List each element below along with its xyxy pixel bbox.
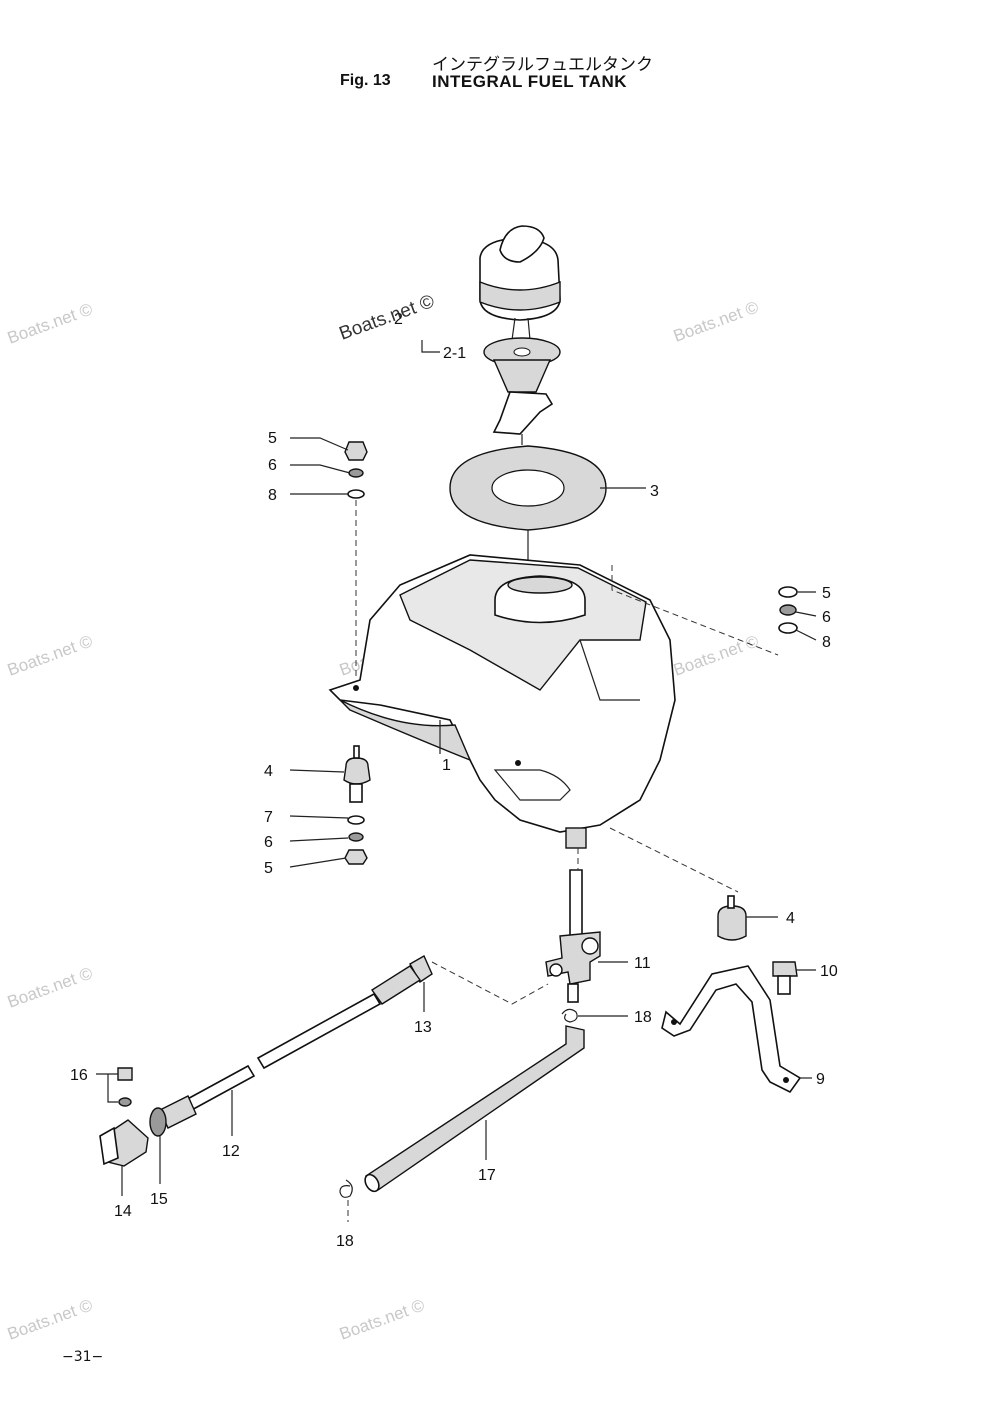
callout-6: 6	[822, 609, 831, 626]
callout-15: 15	[150, 1191, 168, 1208]
watermark: Boats.net ©	[5, 963, 96, 1011]
figure-number: Fig. 13	[340, 72, 391, 89]
page-number: −31−	[62, 1349, 104, 1365]
tank-gasket	[449, 445, 607, 560]
header: Fig. 13 インテグラルフュエルタンク INTEGRAL FUEL TANK	[0, 0, 1000, 100]
leader-lines	[96, 340, 817, 1196]
callout-17: 17	[478, 1167, 496, 1184]
callouts: 2 2-1 3 5 6 8 5 6 8 1 4 7 6 5 4 10 11 18…	[70, 311, 838, 1250]
callout-3: 3	[650, 483, 659, 500]
hose-clip-lower	[339, 1179, 353, 1222]
callout-6: 6	[268, 457, 277, 474]
bolt	[772, 961, 798, 995]
fuel-tank	[328, 554, 676, 849]
fuel-cock	[431, 848, 601, 1005]
callout-2-1: 2-1	[443, 345, 466, 362]
callout-11: 11	[634, 955, 651, 972]
fuel-hose	[364, 1025, 585, 1193]
cap-gasket	[483, 337, 561, 445]
callout-1: 1	[442, 757, 451, 774]
callout-16: 16	[70, 1067, 88, 1084]
fuel-line	[159, 955, 433, 1129]
callout-9: 9	[816, 1071, 825, 1088]
fuel-cap	[479, 225, 561, 341]
callout-2: 2	[394, 311, 403, 328]
callout-18: 18	[336, 1233, 354, 1250]
callout-4: 4	[786, 910, 795, 927]
callout-12: 12	[222, 1143, 240, 1160]
fuel-connector	[99, 1107, 167, 1167]
watermark: Boats.net ©	[337, 291, 438, 345]
callout-5: 5	[822, 585, 831, 602]
callout-8: 8	[822, 634, 831, 651]
callout-13: 13	[414, 1019, 432, 1036]
title-japanese: インテグラルフュエルタンク	[432, 55, 653, 75]
watermark: Boats.net ©	[5, 299, 96, 347]
mount-rubber-right	[609, 827, 747, 941]
screw	[117, 1067, 133, 1107]
watermark: Boats.net ©	[5, 631, 96, 679]
callout-7: 7	[264, 809, 273, 826]
hose-clip	[561, 1008, 578, 1023]
hardware-upper-right	[611, 565, 798, 656]
watermark: Boats.net ©	[671, 297, 762, 345]
callout-18: 18	[634, 1009, 652, 1026]
watermark: Boats.net ©	[5, 1295, 96, 1343]
callout-5: 5	[264, 860, 273, 877]
callout-6: 6	[264, 834, 273, 851]
watermark: Boats.net ©	[337, 1295, 428, 1343]
hardware-upper-left	[344, 441, 368, 680]
callout-5: 5	[268, 430, 277, 447]
title-english: INTEGRAL FUEL TANK	[432, 72, 628, 91]
tank-bracket	[661, 965, 802, 1094]
callout-14: 14	[114, 1203, 132, 1220]
callout-10: 10	[820, 963, 838, 980]
watermark: Boats.net ©	[671, 631, 762, 679]
callout-4: 4	[264, 763, 273, 780]
callout-8: 8	[268, 487, 277, 504]
mount-rubber-left	[343, 745, 371, 865]
